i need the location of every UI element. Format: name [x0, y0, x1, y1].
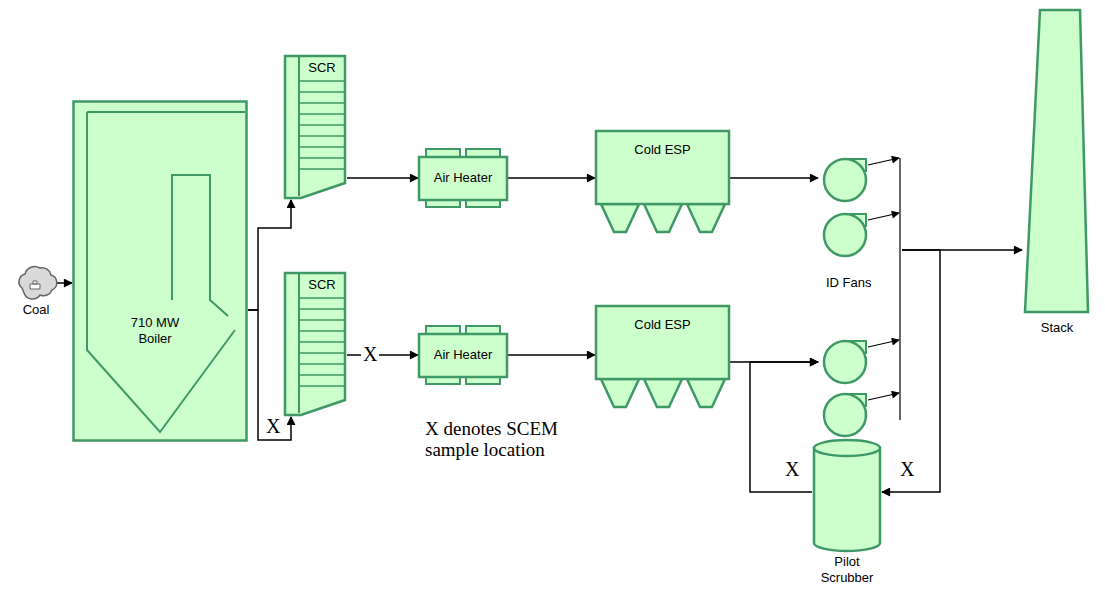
fan-housing [824, 214, 866, 256]
flow-arrow [347, 177, 418, 179]
coal-pile: Coal [16, 262, 56, 324]
node-label: 710 MW Boiler [125, 315, 185, 347]
node-label: ID Fans [826, 275, 884, 291]
air-heater: Air Heater [418, 148, 508, 208]
catalyst-layers [299, 81, 345, 169]
stack-outline [1025, 10, 1088, 312]
fan-discharge [868, 340, 899, 347]
node-label: SCR [299, 277, 345, 293]
flow-arrow [730, 177, 818, 179]
scr-reactor: SCR [283, 272, 347, 417]
fan-housing [824, 341, 866, 383]
esp-body [596, 131, 729, 204]
flow-arrow [508, 177, 595, 179]
flow-arrow [508, 354, 595, 356]
flow-arrow [750, 362, 818, 492]
node-label: Coal [16, 302, 56, 318]
pilot-scrubber: Pilot Scrubber [812, 438, 882, 590]
stack-shape [1022, 8, 1092, 338]
scr-inlet-duct [298, 56, 300, 196]
esp-hopper [644, 204, 682, 232]
stack: Stack [1022, 8, 1092, 338]
cold-esp: Cold ESP [595, 305, 730, 410]
scr-outline [285, 273, 345, 415]
node-label: Stack [1022, 320, 1092, 336]
fan-housing [824, 159, 866, 201]
catalyst-layers [299, 298, 345, 386]
scr-outline [285, 56, 345, 198]
flow-arrow [882, 250, 940, 492]
id-fans-shape [818, 150, 902, 440]
scr-reactor: SCR [283, 55, 347, 200]
esp-hopper [687, 379, 725, 407]
esp-hopper [601, 379, 639, 407]
scrubber-body [814, 448, 880, 551]
sample-point-mark: X [361, 343, 379, 365]
air-heater-body [419, 334, 507, 377]
fan-discharge [868, 158, 899, 165]
sample-point-mark: X [898, 458, 916, 480]
coal-cloud [19, 266, 57, 299]
air-heater-body [419, 157, 507, 200]
esp-hopper [644, 379, 682, 407]
scr-reactor-shape [283, 55, 347, 200]
boiler-furnace-outline [87, 112, 245, 432]
esp-hopper [687, 204, 725, 232]
boiler-casing [74, 102, 247, 441]
coal-cloud-detail [30, 281, 40, 289]
sample-point-mark: X [264, 415, 282, 437]
node-label: SCR [299, 60, 345, 76]
esp-body [596, 306, 729, 379]
fan-housing [824, 394, 866, 436]
flow-arrow [56, 282, 72, 284]
id-fans: ID Fans [818, 150, 902, 440]
cold-esp: Cold ESP [595, 130, 730, 235]
boiler-box: 710 MW Boiler [72, 100, 248, 442]
node-label: Cold ESP [595, 142, 730, 158]
node-label: Air Heater [418, 347, 508, 363]
fan-discharge [868, 393, 899, 400]
fan-collector [899, 158, 900, 420]
sample-point-mark: X [783, 458, 801, 480]
node-label: Air Heater [418, 170, 508, 186]
legend-note: X denotes SCEM sample location [425, 418, 610, 460]
flow-arrow [347, 354, 418, 356]
scr-inlet-duct [298, 273, 300, 413]
node-label: Pilot Scrubber [812, 554, 882, 586]
node-label: Cold ESP [595, 317, 730, 333]
scrubber-top [814, 440, 880, 456]
scr-reactor-shape [283, 272, 347, 417]
fan-discharge [868, 213, 899, 220]
air-heater: Air Heater [418, 325, 508, 385]
esp-hopper [601, 204, 639, 232]
boiler-box-shape [72, 100, 248, 442]
